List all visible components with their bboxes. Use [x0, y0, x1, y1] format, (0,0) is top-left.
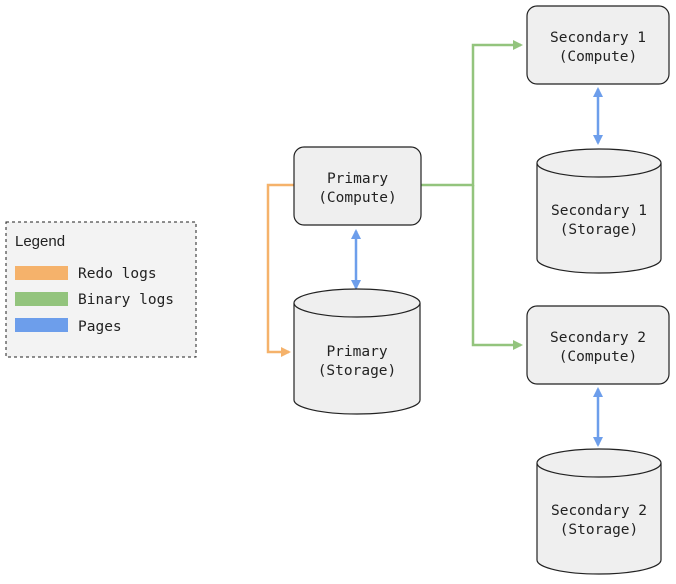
secondary-2-storage-label-2: (Storage) — [560, 522, 639, 538]
secondary-2-compute-label-1: Secondary 2 — [550, 330, 646, 346]
secondary-2-compute-label-2: (Compute) — [559, 349, 638, 365]
legend-label-redo: Redo logs — [78, 266, 157, 282]
legend-label-binary: Binary logs — [78, 292, 174, 308]
secondary-1-compute-node: Secondary 1 (Compute) — [526, 5, 670, 85]
secondary-1-storage-label-2: (Storage) — [560, 222, 639, 238]
legend-title: Legend — [15, 233, 65, 250]
legend-box — [5, 221, 197, 358]
legend-swatch-redo — [15, 266, 68, 280]
binary-log-connector-secondary-1 — [421, 40, 523, 187]
primary-compute-label-1: Primary — [327, 171, 388, 187]
secondary-1-compute-label-1: Secondary 1 — [550, 30, 646, 46]
legend-swatch-pages — [15, 318, 68, 332]
secondary-1-compute-label-2: (Compute) — [559, 49, 638, 65]
primary-storage-label-1: Primary — [326, 344, 387, 360]
legend-label-pages: Pages — [78, 319, 122, 335]
primary-compute-node: Primary (Compute) — [293, 146, 422, 226]
legend: Legend Redo logs Binary logs Pages — [5, 221, 197, 358]
primary-storage-label-2: (Storage) — [318, 363, 397, 379]
secondary-1-storage-node: Secondary 1 (Storage) — [536, 148, 662, 274]
primary-storage-node: Primary (Storage) — [293, 288, 421, 415]
legend-swatch-binary — [15, 292, 68, 306]
connectors — [266, 40, 603, 447]
secondary-1-storage-label-1: Secondary 1 — [551, 203, 647, 219]
primary-compute-label-2: (Compute) — [318, 190, 397, 206]
secondary-2-storage-node: Secondary 2 (Storage) — [536, 448, 662, 575]
secondary-2-storage-label-1: Secondary 2 — [551, 503, 647, 519]
redo-log-connector — [266, 183, 294, 357]
binary-log-connector-secondary-2 — [471, 185, 523, 350]
secondary-2-compute-node: Secondary 2 (Compute) — [526, 305, 670, 385]
